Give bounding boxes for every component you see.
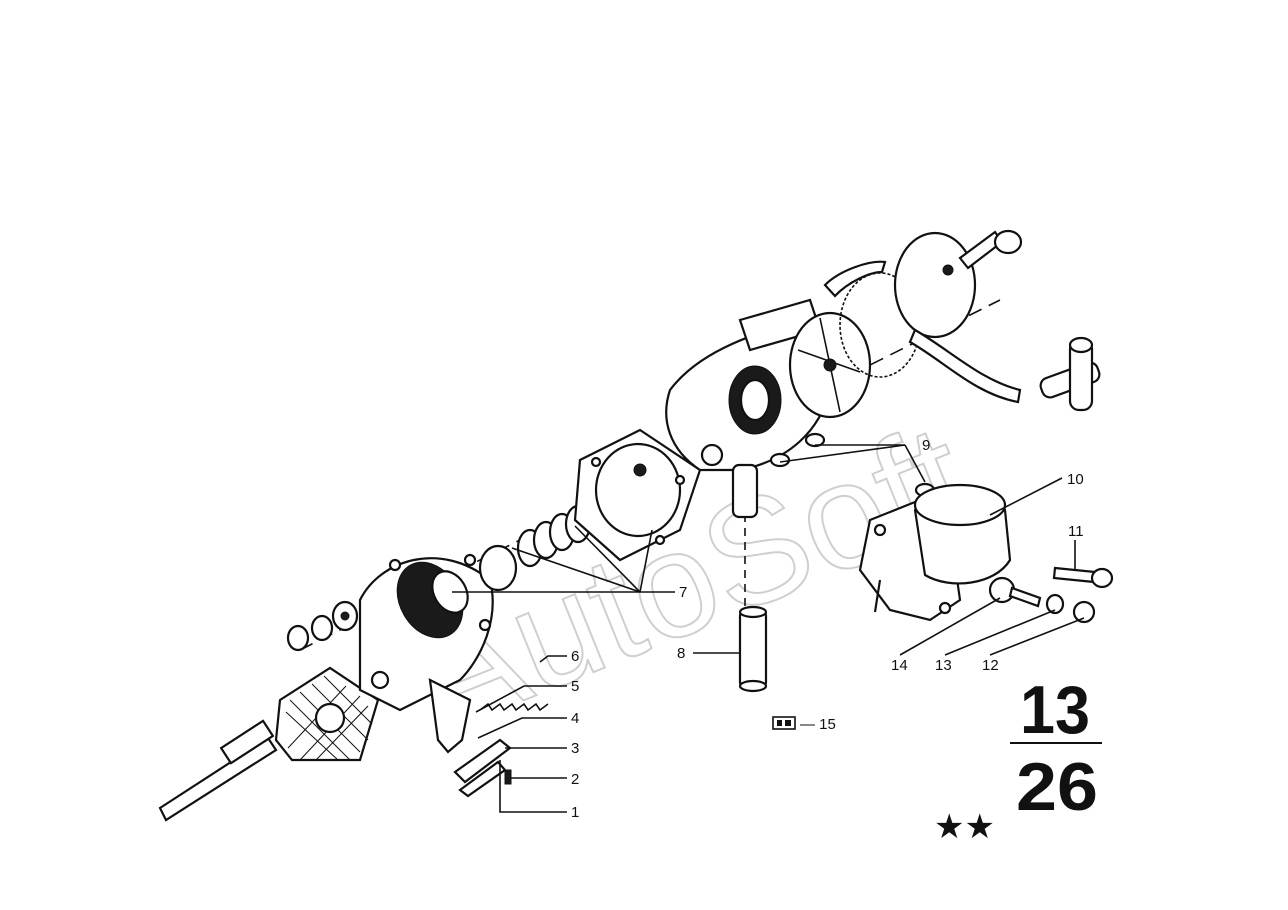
callout-8: 8 — [677, 645, 685, 662]
top-cover — [893, 231, 977, 339]
connector-tube-upper — [731, 463, 759, 519]
kit-reference-label: — 15 — [800, 716, 836, 733]
callout-10: 10 — [1067, 471, 1084, 488]
flange-block — [274, 666, 380, 762]
callout-9: 9 — [922, 437, 930, 454]
callout-3: 3 — [571, 740, 579, 757]
diaphragm-plate — [573, 428, 702, 562]
lever-arm — [428, 678, 472, 754]
group-number: 13 — [1020, 672, 1090, 748]
drive-shaft — [158, 719, 278, 822]
small-hardware — [453, 738, 512, 798]
callout-1: 1 — [571, 804, 579, 821]
screw — [1052, 566, 1114, 589]
callout-5: 5 — [571, 678, 579, 695]
callout-6: 6 — [571, 648, 579, 665]
rating-stars: ★★ — [934, 807, 995, 847]
upper-housing — [665, 298, 832, 472]
page-number: 26 — [1016, 749, 1098, 825]
return-spring — [479, 702, 549, 712]
nuts-washers — [286, 600, 359, 652]
kit-reference: — 15 — [772, 716, 836, 733]
kit-box-icon — [772, 716, 796, 730]
callout-4: 4 — [571, 710, 579, 727]
connector-tube — [738, 605, 768, 693]
fuel-hoses — [823, 260, 1101, 412]
callout-7: 7 — [679, 584, 687, 601]
valve-plate — [788, 311, 872, 419]
lower-pump-body — [358, 553, 494, 712]
leader-lines — [452, 444, 1085, 813]
callout-14: 14 — [891, 657, 908, 674]
callout-12: 12 — [982, 657, 999, 674]
pump-cover-assembly — [858, 483, 1012, 622]
callout-2: 2 — [571, 771, 579, 788]
callout-11: 11 — [1068, 523, 1084, 540]
cover-bolt — [958, 229, 1023, 270]
seal-rings — [769, 432, 936, 498]
callout-13: 13 — [935, 657, 952, 674]
valve-plug-parts — [988, 576, 1096, 624]
